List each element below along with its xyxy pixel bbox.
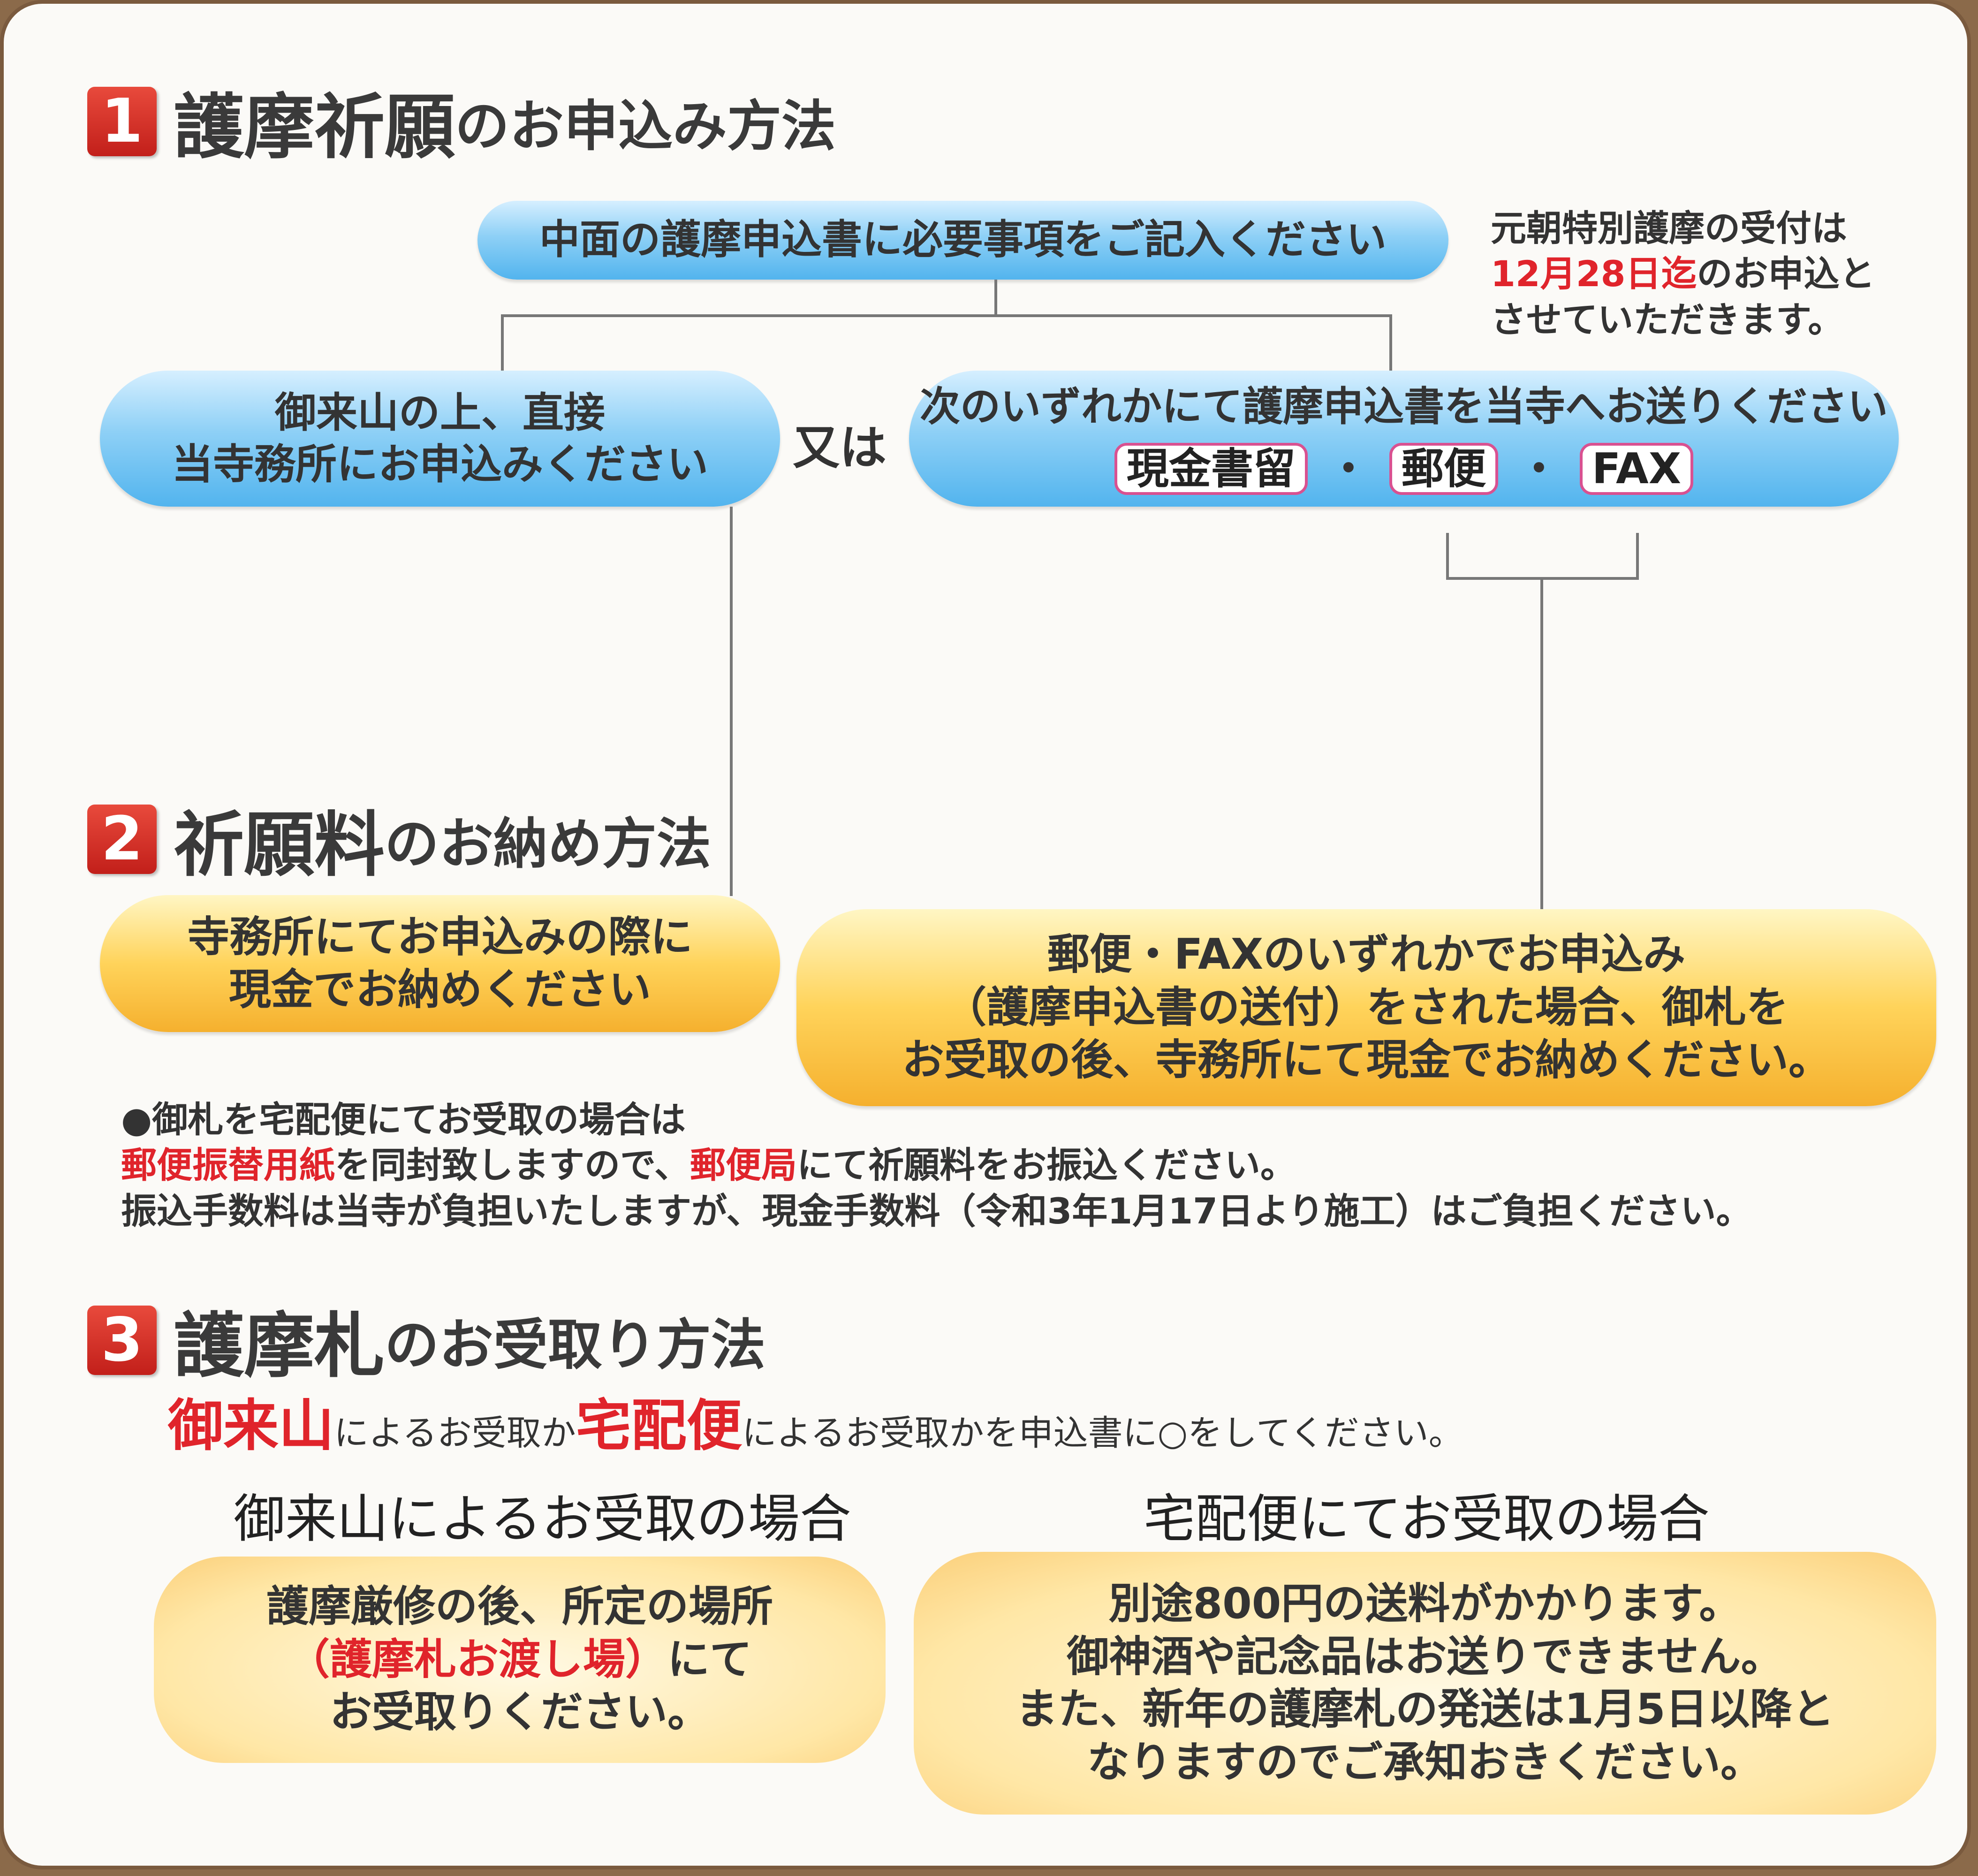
right-box-line1: 次のいずれかにて護摩申込書を当寺へお送りください bbox=[920, 383, 1888, 430]
section3-right-heading: 宅配便にてお受取の場合 bbox=[1144, 1489, 1710, 1549]
section3-right-line3: また、新年の護摩札の発送は1月5日以降と bbox=[1016, 1685, 1834, 1734]
section2-right-line2: （護摩申込書の送付）をされた場合、御札を bbox=[944, 982, 1789, 1032]
section2-left-line2: 現金でお納めください bbox=[229, 965, 651, 1014]
section3-right-box: 別途800円の送料がかかります。 御神酒や記念品はお送りできません。 また、新年… bbox=[914, 1552, 1936, 1815]
instruction-mid: によるお受取か bbox=[334, 1413, 576, 1453]
section3-left-heading: 御来山によるお受取の場合 bbox=[234, 1489, 851, 1549]
section3-instruction: 御来山によるお受取か宅配便によるお受取かを申込書に○をしてください。 bbox=[168, 1381, 1463, 1461]
side-note-line2-rest: のお申込と bbox=[1697, 253, 1875, 295]
or-label: 又は bbox=[793, 420, 887, 475]
section1-left-box: 御来山の上、直接 当寺務所にお申込みください bbox=[100, 371, 780, 507]
section2-title: 2 祈願料のお納め方法 bbox=[87, 788, 711, 890]
section3-left-box: 護摩厳修の後、所定の場所 （護摩札お渡し場）にて お受取りください。 bbox=[154, 1557, 886, 1763]
section1-title-rest: のお申込み方法 bbox=[455, 94, 836, 158]
connector-right-down bbox=[1540, 577, 1543, 910]
section1-right-box: 次のいずれかにて護摩申込書を当寺へお送りください 現金書留・郵便・FAX bbox=[909, 371, 1899, 507]
bracket-left bbox=[1446, 533, 1449, 580]
section3-title-rest: のお受取り方法 bbox=[385, 1313, 766, 1377]
instruction-delivery: 宅配便 bbox=[576, 1393, 742, 1458]
section1-title-bold: 護摩祈願 bbox=[174, 87, 455, 168]
note-transfer-form: 郵便振替用紙 bbox=[121, 1144, 335, 1186]
section3-title-bold: 護摩札 bbox=[174, 1306, 385, 1387]
instruction-visit: 御来山 bbox=[168, 1393, 334, 1458]
section2-number: 2 bbox=[87, 804, 157, 874]
section2-right-box: 郵便・FAXのいずれかでお申込み （護摩申込書の送付）をされた場合、御札を お受… bbox=[796, 909, 1936, 1106]
section2-note-line3: 振込手数料は当寺が負担いたしますが、現金手数料（令和3年1月17日より施工）はご… bbox=[121, 1190, 1752, 1232]
connector-left-down bbox=[730, 507, 733, 896]
section2-left-box: 寺務所にてお申込みの際に 現金でお納めください bbox=[100, 895, 780, 1032]
connector-top-stem bbox=[994, 280, 997, 317]
section1-number: 1 bbox=[87, 86, 157, 156]
section2-title-rest: のお納め方法 bbox=[385, 812, 712, 876]
side-note-deadline: 12月28日迄 bbox=[1491, 253, 1697, 295]
note-line2-mid: を同封致しますので、 bbox=[335, 1144, 690, 1186]
option-separator-2: ・ bbox=[1517, 444, 1560, 494]
section3-left-line2-rest: にて bbox=[667, 1634, 752, 1684]
side-note-line3: させていただきます。 bbox=[1491, 298, 1844, 341]
note-post-office: 郵便局 bbox=[690, 1144, 797, 1186]
section3-left-line1: 護摩厳修の後、所定の場所 bbox=[266, 1582, 773, 1632]
option-separator-1: ・ bbox=[1327, 444, 1370, 494]
note-line2-rest: にて祈願料をお振込ください。 bbox=[796, 1144, 1296, 1186]
section3-right-line1: 別途800円の送料がかかります。 bbox=[1108, 1579, 1742, 1628]
section2-left-line1: 寺務所にてお申込みの際に bbox=[187, 912, 693, 962]
option-mail: 郵便 bbox=[1389, 442, 1498, 495]
side-note-line1: 元朝特別護摩の受付は bbox=[1491, 207, 1847, 249]
section2-note: ●御札を宅配便にてお受取の場合は 郵便振替用紙を同封致しますので、郵便局にて祈願… bbox=[121, 1097, 1751, 1234]
section2-right-line3: お受取の後、寺務所にて現金でお納めください。 bbox=[902, 1035, 1831, 1085]
section3-left-line3: お受取りください。 bbox=[330, 1687, 710, 1737]
option-cash-registered: 現金書留 bbox=[1114, 442, 1308, 495]
section3-right-line4: なりますのでご承知おきください。 bbox=[1087, 1737, 1763, 1787]
option-fax: FAX bbox=[1579, 442, 1694, 495]
instruction-rest: によるお受取かを申込書に○をしてください。 bbox=[742, 1413, 1463, 1453]
delivery-options: 現金書留・郵便・FAX bbox=[1113, 442, 1695, 496]
left-box-line2: 当寺務所にお申込みください bbox=[171, 440, 708, 488]
connector-top-horizontal bbox=[501, 314, 1392, 317]
section3-title: 3 護摩札のお受取り方法 bbox=[87, 1289, 765, 1391]
section1-top-box-text: 中面の護摩申込書に必要事項をご記入ください bbox=[539, 216, 1387, 264]
left-box-line1: 御来山の上、直接 bbox=[274, 388, 605, 437]
connector-left-drop bbox=[501, 314, 504, 371]
handover-place: （護摩札お渡し場） bbox=[288, 1634, 667, 1684]
section1-top-box: 中面の護摩申込書に必要事項をご記入ください bbox=[477, 201, 1448, 280]
section2-right-line1: 郵便・FAXのいずれかでお申込み bbox=[1047, 930, 1686, 980]
section3-right-line2: 御神酒や記念品はお送りできません。 bbox=[1067, 1632, 1783, 1681]
section3-number: 3 bbox=[87, 1305, 157, 1375]
connector-right-drop bbox=[1389, 314, 1392, 371]
section1-title: 1 護摩祈願のお申込み方法 bbox=[87, 70, 836, 172]
section2-note-line1: ●御札を宅配便にてお受取の場合は bbox=[121, 1099, 686, 1140]
bracket-right bbox=[1636, 533, 1639, 580]
section2-title-bold: 祈願料 bbox=[174, 805, 385, 886]
section1-side-note: 元朝特別護摩の受付は 12月28日迄のお申込と させていただきます。 bbox=[1491, 205, 1875, 342]
